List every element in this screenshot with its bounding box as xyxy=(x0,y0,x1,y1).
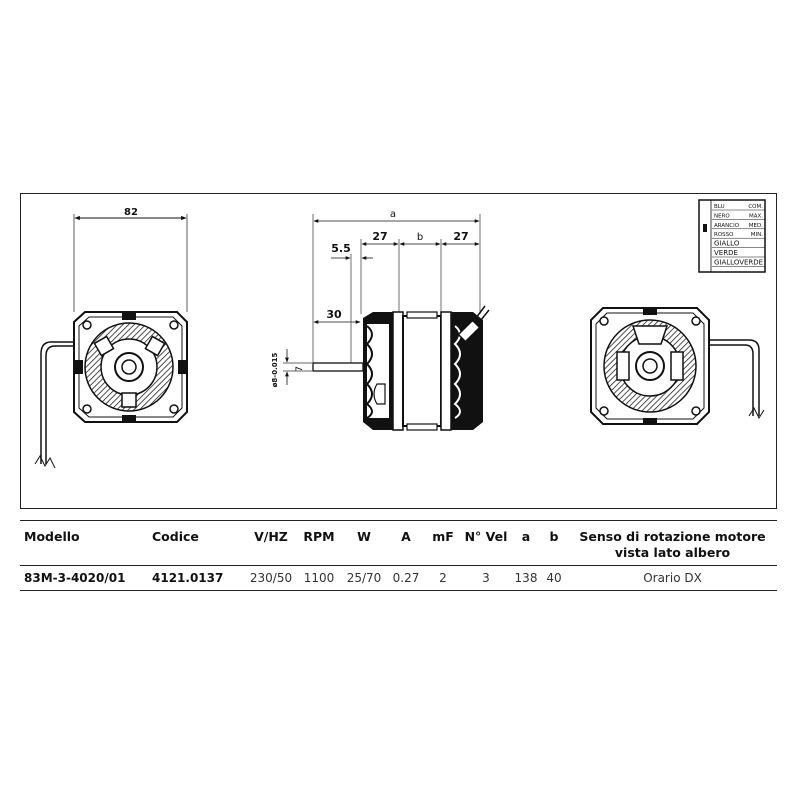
header-w: W xyxy=(342,520,386,566)
header-n-vel: N° Vel xyxy=(460,520,512,566)
shaft-diameter-label: ø8-0.015 xyxy=(271,353,279,388)
cell-vhz: 230/50 xyxy=(246,565,296,591)
header-a: a xyxy=(512,520,540,566)
table-header-row: Modello Codice V/HZ RPM W A mF N° Vel a … xyxy=(20,520,777,566)
legend-wire-label: NERO xyxy=(714,213,730,219)
table-row: 83M-3-4020/01 4121.0137 230/50 1100 25/7… xyxy=(20,565,777,591)
technical-drawing-frame: 82 xyxy=(20,193,777,509)
legend-wire-role: MIN. xyxy=(751,232,763,238)
header-rpm: RPM xyxy=(296,520,342,566)
cell-modello: 83M-3-4020/01 xyxy=(20,565,148,591)
header-mf: mF xyxy=(426,520,460,566)
legend-wire-label: GIALLOVERDE xyxy=(714,258,763,266)
header-codice: Codice xyxy=(148,520,246,566)
cell-rpm: 1100 xyxy=(296,565,342,591)
dim-82-label: 82 xyxy=(124,207,138,218)
legend-wire-label: BLU xyxy=(714,204,725,210)
header-vhz: V/HZ xyxy=(246,520,296,566)
motor-drawing: 82 xyxy=(34,199,766,469)
legend-wire-label: ROSSO xyxy=(714,232,734,238)
cell-a: 138 xyxy=(512,565,540,591)
wiring-legend: BLU COM. NERO MAX. ARANCIO MED. ROSSO MIN. GIALL… xyxy=(698,199,766,273)
cell-mf: 2 xyxy=(426,565,460,591)
cell-w: 25/70 xyxy=(342,565,386,591)
cell-codice: 4121.0137 xyxy=(148,565,246,591)
specification-table: Modello Codice V/HZ RPM W A mF N° Vel a … xyxy=(20,520,777,591)
dim-5-5-label: 5.5 xyxy=(331,242,351,255)
header-modello: Modello xyxy=(20,520,148,566)
legend-wire-label: GIALLO xyxy=(714,240,740,248)
dim-30-label: 30 xyxy=(326,308,342,321)
legend-wire-role: MED. xyxy=(749,223,763,229)
legend-wire-label: ARANCIO xyxy=(714,223,740,229)
dim-7-label: 7 xyxy=(295,366,305,372)
rear-view xyxy=(590,307,765,425)
cell-n-vel: 3 xyxy=(460,565,512,591)
header-b: b xyxy=(540,520,568,566)
header-a-amp: A xyxy=(386,520,426,566)
dim-27-right-label: 27 xyxy=(453,230,468,243)
legend-wire-role: COM. xyxy=(748,204,763,210)
cell-rotation: Orario DX xyxy=(568,565,777,591)
cell-a-amp: 0.27 xyxy=(386,565,426,591)
front-view: 82 xyxy=(34,207,188,469)
cell-b: 40 xyxy=(540,565,568,591)
legend-wire-role: MAX. xyxy=(749,213,763,219)
dim-b-label: b xyxy=(417,232,423,243)
dim-27-left-label: 27 xyxy=(372,230,387,243)
side-view: a 27 b 27 5.5 30 ø8-0.015 xyxy=(271,209,490,431)
dim-a-label: a xyxy=(390,209,396,220)
legend-wire-label: VERDE xyxy=(714,249,738,257)
header-rotation: Senso di rotazione motore vista lato alb… xyxy=(568,520,777,566)
